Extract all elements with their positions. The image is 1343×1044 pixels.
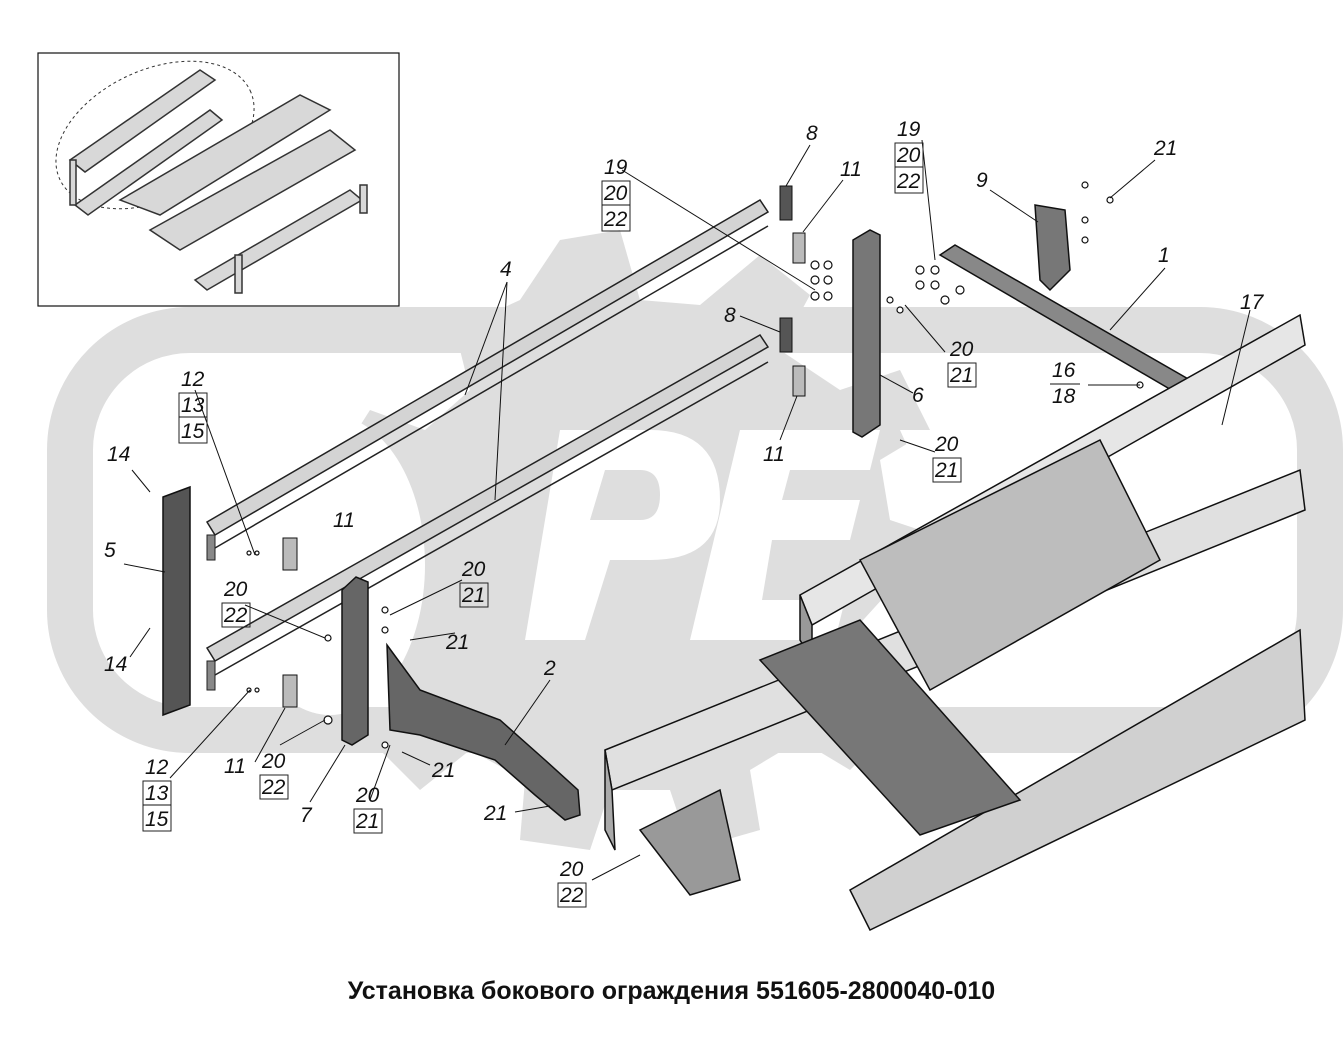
stack-12-13-15-upper: 12 13 15 [178, 368, 208, 444]
stack-12-13-15-lower: 12 13 15 [142, 756, 172, 832]
callouts: 1 2 4 5 6 7 8 8 9 11 11 11 11 14 14 17 2… [104, 122, 1265, 827]
svg-text:19: 19 [604, 156, 628, 179]
callout-21-a: 21 [1153, 137, 1177, 160]
callout-1: 1 [1158, 244, 1170, 267]
pad-11-a [792, 232, 806, 264]
diagram-caption: Установка бокового ограждения 551605-280… [347, 977, 996, 1005]
svg-text:22: 22 [896, 170, 921, 193]
callout-8-lower: 8 [724, 304, 736, 327]
svg-text:21: 21 [461, 584, 485, 607]
callout-11-b: 11 [763, 443, 785, 466]
svg-text:12: 12 [145, 756, 169, 779]
callout-17: 17 [1240, 291, 1265, 314]
stack-20-21-bottom: 20 21 [353, 784, 383, 834]
svg-text:22: 22 [223, 604, 248, 627]
svg-text:20: 20 [949, 338, 974, 361]
svg-text:20: 20 [559, 858, 584, 881]
pad-11-d [282, 674, 298, 708]
pad-8-upper [779, 185, 793, 221]
svg-text:20: 20 [896, 144, 921, 167]
svg-text:15: 15 [181, 420, 205, 443]
end-cap-panel [162, 485, 191, 717]
stacked-callouts: 19 20 22 19 20 22 20 21 16 18 20 [142, 118, 1080, 908]
svg-text:16: 16 [1052, 359, 1076, 382]
stack-20-21-middle: 20 21 [932, 433, 962, 483]
svg-text:15: 15 [145, 808, 169, 831]
callout-11-a: 11 [840, 158, 862, 181]
callout-11-d: 11 [224, 755, 246, 778]
stack-20-22-bottom: 20 22 [557, 858, 587, 908]
guard-rail-upper [205, 198, 770, 561]
guard-rail-lower [205, 334, 770, 691]
stack-20-22-middle: 20 22 [259, 750, 289, 800]
stack-20-21-lower: 20 21 [459, 558, 489, 608]
stack-20-21-upper: 20 21 [947, 338, 977, 388]
callout-7: 7 [300, 804, 313, 827]
svg-text:20: 20 [355, 784, 380, 807]
bracket-lower [341, 576, 369, 746]
svg-text:21: 21 [355, 810, 379, 833]
plate-9 [1034, 204, 1071, 292]
svg-text:22: 22 [603, 208, 628, 231]
stack-20-22-left: 20 22 [221, 578, 251, 628]
leader-lines [123, 139, 1251, 881]
svg-text:22: 22 [559, 884, 584, 907]
callout-11-c: 11 [333, 509, 355, 532]
svg-text:13: 13 [181, 394, 205, 417]
callout-5: 5 [104, 539, 116, 562]
svg-text:12: 12 [181, 368, 205, 391]
callout-21-d: 21 [483, 802, 507, 825]
support-arm [386, 642, 581, 821]
callout-6: 6 [912, 384, 924, 407]
callout-2: 2 [543, 657, 556, 680]
callout-8-upper: 8 [806, 122, 818, 145]
svg-text:20: 20 [223, 578, 248, 601]
pad-11-c [282, 537, 298, 571]
pad-8-lower [779, 317, 793, 353]
stack-19-20-22-left: 19 20 22 [601, 156, 631, 232]
chassis-frame [604, 313, 1306, 931]
callout-4: 4 [500, 258, 512, 281]
callout-9: 9 [976, 169, 988, 192]
svg-text:20: 20 [603, 182, 628, 205]
svg-text:20: 20 [461, 558, 486, 581]
callout-14-upper: 14 [107, 443, 130, 466]
callout-21-b: 21 [445, 631, 469, 654]
stack-16-18: 16 18 [1050, 359, 1080, 408]
svg-text:21: 21 [949, 364, 973, 387]
bracket-upper [852, 229, 881, 438]
callout-21-c: 21 [431, 759, 455, 782]
svg-text:20: 20 [261, 750, 286, 773]
inset-overview [37, 52, 400, 307]
svg-text:22: 22 [261, 776, 286, 799]
svg-text:19: 19 [897, 118, 921, 141]
svg-text:21: 21 [934, 459, 958, 482]
pad-11-b [792, 365, 806, 397]
stack-19-20-22-right: 19 20 22 [894, 118, 924, 194]
svg-text:13: 13 [145, 782, 169, 805]
svg-text:20: 20 [934, 433, 959, 456]
callout-14-lower: 14 [104, 653, 127, 676]
svg-text:18: 18 [1052, 385, 1076, 408]
